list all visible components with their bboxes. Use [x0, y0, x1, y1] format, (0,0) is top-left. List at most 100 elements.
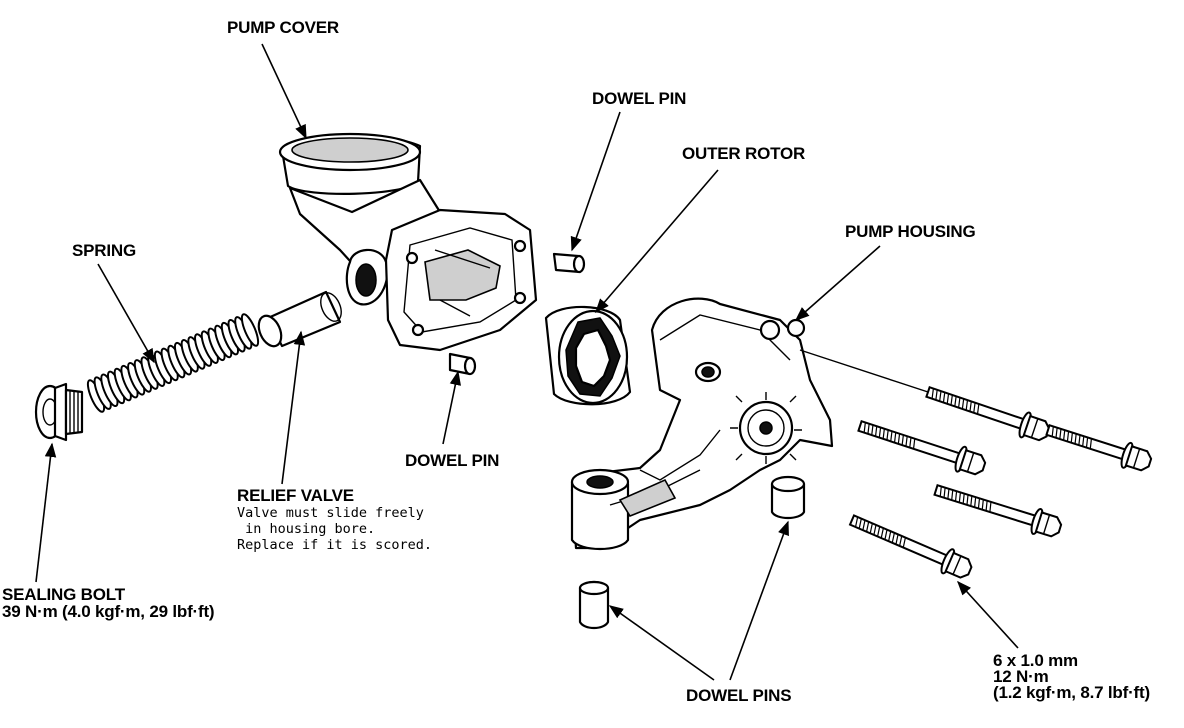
- dowel-pin-bottom-right: [770, 475, 806, 520]
- bolt-thread: [884, 529, 888, 540]
- label-dowel-pins: DOWEL PINS: [686, 686, 792, 705]
- bolt-thread: [891, 532, 895, 543]
- bolt-head-edge: [966, 452, 975, 472]
- bolt-thread: [886, 429, 889, 441]
- bolt-thread: [880, 527, 884, 539]
- bolt-thread: [902, 537, 906, 548]
- leader-lines: [35, 43, 1019, 681]
- bolt-thread: [1085, 437, 1089, 448]
- label-dowel-pin-middle: DOWEL PIN: [405, 451, 500, 470]
- bolt-thread: [863, 422, 866, 433]
- flange-bolt-3: [857, 419, 987, 476]
- bolt-thread: [969, 401, 972, 412]
- sealing-bolt: [34, 382, 84, 442]
- bolt-thread: [1070, 432, 1073, 443]
- label-sealing-bolt: SEALING BOLT: [2, 585, 125, 604]
- bolt-thread: [974, 497, 977, 508]
- label-bolt-torque: 12 N·m: [993, 667, 1049, 686]
- pump-cover: [278, 132, 538, 352]
- bolt-thread: [958, 492, 961, 503]
- bolt-thread: [939, 391, 942, 402]
- bolt-head: [944, 551, 973, 579]
- bolt-thread: [882, 428, 885, 439]
- bolt-thread: [954, 491, 958, 502]
- label-relief-valve: RELIEF VALVE: [237, 486, 354, 505]
- label-bolt-torque-alt: (1.2 kgf·m, 8.7 lbf·ft): [993, 683, 1150, 702]
- label-outer-rotor: OUTER ROTOR: [682, 144, 806, 163]
- bolt-thread: [871, 424, 874, 436]
- bolt-thread: [1074, 433, 1077, 444]
- bolt-thread: [909, 437, 912, 448]
- bolt-shank: [933, 483, 1038, 527]
- pump-housing: [570, 297, 834, 550]
- label-pump-cover: PUMP COVER: [227, 18, 339, 37]
- dowel-pin-top: [552, 252, 586, 274]
- bolt-thread: [942, 392, 946, 403]
- bolt-thread: [858, 518, 862, 529]
- bolt-head-edge: [1132, 448, 1141, 469]
- label-dowel-pin-top: DOWEL PIN: [592, 89, 687, 108]
- bolt-head: [958, 449, 987, 476]
- bolt-thread: [1051, 426, 1054, 437]
- bolt-thread: [897, 433, 901, 444]
- bolt-head-edge: [1042, 514, 1051, 535]
- bolt-thread: [935, 389, 938, 401]
- bolt-thread: [893, 432, 897, 443]
- bolt-thread: [946, 393, 950, 404]
- bolt-thread: [862, 520, 866, 531]
- bolt-thread: [966, 494, 969, 505]
- bolt-thread: [931, 388, 934, 399]
- bolt-thread: [905, 436, 908, 447]
- bolt-thread: [876, 526, 881, 537]
- bolt-thread: [873, 524, 877, 536]
- relief-valve-note-line-3: Replace if it is scored.: [237, 537, 433, 553]
- flange-bolt-2: [1045, 423, 1153, 472]
- flange-bolt-5: [848, 514, 973, 579]
- bolt-thread: [950, 394, 953, 406]
- label-spring: SPRING: [72, 241, 136, 260]
- bolt-thread: [895, 534, 899, 545]
- bolt-thread: [981, 499, 984, 510]
- spring-coil: [240, 313, 260, 347]
- bolt-thread: [962, 493, 965, 504]
- bolt-thread: [1059, 428, 1062, 440]
- bolt-thread: [869, 523, 873, 534]
- bolt-thread: [954, 396, 957, 407]
- label-sealing-bolt-torque: 39 N·m (4.0 kgf·m, 29 lbf·ft): [2, 602, 215, 621]
- bolt-thread: [958, 397, 961, 408]
- bolt-thread: [961, 398, 965, 410]
- bolt-thread: [985, 500, 988, 511]
- bolt-thread: [1055, 427, 1058, 438]
- bolt-head: [1124, 445, 1153, 472]
- relief-valve-note-line-2: in housing bore.: [237, 521, 376, 537]
- bolt-thread: [965, 400, 969, 411]
- bolt-thread: [1063, 430, 1066, 441]
- bolt-thread: [977, 498, 981, 509]
- flange-bolt-1: [925, 385, 1051, 442]
- bolt-thread: [943, 487, 946, 498]
- bolt-head-edge: [1030, 418, 1039, 438]
- bolt-thread: [976, 403, 980, 415]
- bolt-thread: [939, 486, 942, 497]
- dowel-pin-middle: [448, 352, 477, 376]
- bolt-thread: [865, 521, 870, 532]
- bolt-thread: [888, 531, 892, 542]
- bolt-thread: [878, 427, 882, 438]
- bolt-thread: [1078, 434, 1081, 446]
- bolt-thread: [973, 402, 976, 413]
- flange-bolt-4: [933, 483, 1063, 538]
- bolt-thread: [874, 426, 878, 437]
- bolt-thread: [867, 423, 870, 434]
- spring: [86, 313, 260, 413]
- bolt-thread: [899, 535, 903, 547]
- bolt-shank: [857, 419, 963, 465]
- outer-rotor: [544, 305, 632, 406]
- bolt-head: [1022, 414, 1051, 442]
- bolt-thread: [989, 501, 992, 513]
- bolt-thread: [1066, 431, 1070, 442]
- bolt-thread: [970, 495, 973, 507]
- bolt-thread: [1082, 436, 1085, 447]
- bolt-head: [1034, 511, 1063, 538]
- relief-valve-note-line-1: Valve must slide freely: [237, 505, 424, 521]
